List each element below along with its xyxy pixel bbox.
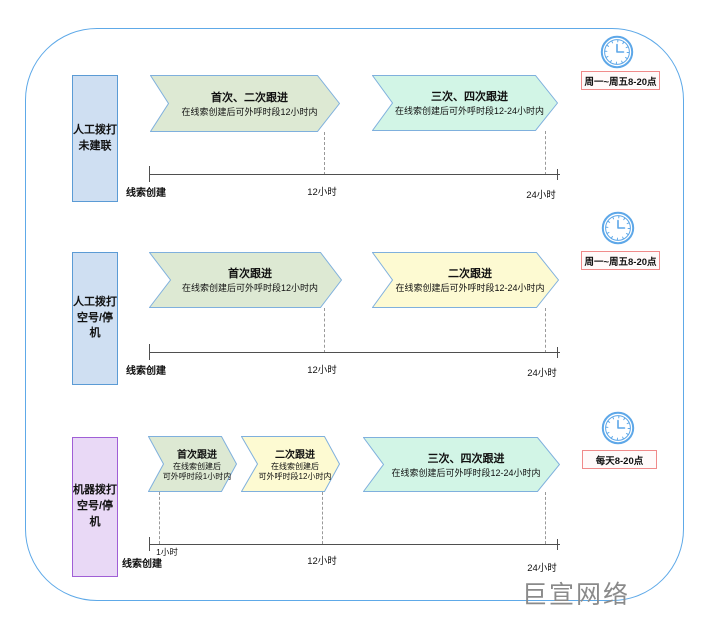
chevron-arrow-shape [372, 75, 558, 131]
chevron-arrow-shape [148, 436, 237, 492]
followup-arrow-r1-1: 首次、二次跟进 在线索创建后可外呼时段12小时内 [150, 75, 340, 132]
dashed-connector-12h [322, 492, 323, 544]
timeline-end-tick [557, 539, 558, 550]
followup-arrow-r3-2: 二次跟进 在线索创建后 可外呼时段12小时内 [241, 436, 340, 492]
arrow-title: 首次跟进 [228, 268, 272, 281]
followup-arrow-r1-2: 三次、四次跟进 在线索创建后可外呼时段12-24小时内 [372, 75, 558, 131]
category-label-line1: 人工拨打 [73, 295, 117, 308]
clock-icon [601, 211, 635, 245]
dashed-connector-24h [545, 308, 546, 353]
timeline-12h-label: 12小时 [307, 365, 337, 376]
timeline-24h-label: 24小时 [526, 190, 556, 201]
arrow-subtitle: 可外呼时段1小时内 [162, 472, 232, 481]
category-box-robot-empty: 机器拨打 空号/停机 [72, 437, 118, 577]
arrow-title: 二次跟进 [275, 449, 315, 461]
category-label-line2: 空号/停机 [76, 500, 114, 528]
watermark-text: 巨宣网络 [522, 581, 631, 609]
timeline-origin-tick [149, 537, 150, 551]
followup-arrow-r2-1: 首次跟进 在线索创建后可外呼时段12小时内 [149, 252, 342, 308]
chevron-arrow-shape [241, 436, 340, 492]
category-box-manual-nocontact: 人工拨打 未建联 [72, 75, 118, 202]
category-box-manual-empty: 人工拨打 空号/停机 [72, 252, 118, 385]
chevron-arrow-shape [363, 437, 560, 492]
timeline-12h-label: 12小时 [307, 556, 337, 567]
arrow-title: 三次、四次跟进 [431, 91, 508, 104]
timeline-origin-label: 线索创建 [122, 559, 162, 570]
timeline-end-tick [557, 347, 558, 358]
dashed-connector-12h [324, 132, 325, 175]
arrow-subtitle: 在线索创建后 [271, 461, 319, 471]
category-label-line2: 空号/停机 [76, 311, 114, 340]
dashed-connector-12h [324, 308, 325, 353]
arrow-title: 首次、二次跟进 [211, 91, 288, 104]
arrow-subtitle: 在线索创建后可外呼时段12-24小时内 [395, 283, 545, 294]
arrow-subtitle: 在线索创建后 [173, 461, 221, 471]
category-label-line1: 人工拨打 [73, 123, 117, 136]
arrow-subtitle: 可外呼时段12小时内 [258, 472, 332, 481]
timeline-12h-label: 12小时 [307, 187, 337, 198]
category-label-line2: 未建联 [78, 139, 112, 152]
clock-icon [600, 35, 634, 69]
timeline-end-tick [557, 169, 558, 180]
followup-arrow-r2-2: 二次跟进 在线索创建后可外呼时段12-24小时内 [372, 252, 559, 308]
timeline-line [150, 544, 560, 545]
timeline-24h-label: 24小时 [527, 563, 557, 574]
chevron-arrow-shape [372, 252, 559, 308]
dashed-connector-24h [545, 131, 546, 175]
timeline-origin-label: 线索创建 [126, 366, 166, 377]
followup-arrow-r3-1: 首次跟进 在线索创建后 可外呼时段1小时内 [148, 436, 237, 492]
clock-icon [601, 411, 635, 445]
arrow-title: 三次、四次跟进 [427, 452, 505, 465]
schedule-badge: 周一~周五8-20点 [581, 251, 660, 270]
category-label-line1: 机器拨打 [73, 484, 117, 497]
arrow-subtitle: 在线索创建后可外呼时段12-24小时内 [391, 467, 541, 478]
timeline-origin-tick [149, 166, 150, 182]
arrow-title: 二次跟进 [448, 268, 492, 281]
dashed-connector-24h [545, 492, 546, 544]
arrow-subtitle: 在线索创建后可外呼时段12小时内 [181, 283, 318, 294]
arrow-subtitle: 在线索创建后可外呼时段12小时内 [181, 106, 318, 117]
rounded-border [25, 28, 684, 601]
timeline-origin-label: 线索创建 [126, 188, 166, 199]
arrow-subtitle: 在线索创建后可外呼时段12-24小时内 [394, 106, 545, 117]
chevron-arrow-shape [149, 252, 342, 308]
timeline-line [150, 352, 560, 353]
chevron-arrow-shape [150, 75, 340, 132]
timeline-line [150, 174, 560, 175]
timeline-1h-label: 1小时 [156, 547, 178, 557]
dashed-connector-1h [159, 492, 160, 544]
schedule-badge: 每天8-20点 [582, 450, 657, 469]
arrow-title: 首次跟进 [177, 449, 217, 461]
timeline-origin-tick [149, 344, 150, 360]
timeline-24h-label: 24小时 [527, 368, 557, 379]
schedule-badge: 周一~周五8-20点 [581, 71, 660, 90]
followup-arrow-r3-3: 三次、四次跟进 在线索创建后可外呼时段12-24小时内 [363, 437, 560, 492]
